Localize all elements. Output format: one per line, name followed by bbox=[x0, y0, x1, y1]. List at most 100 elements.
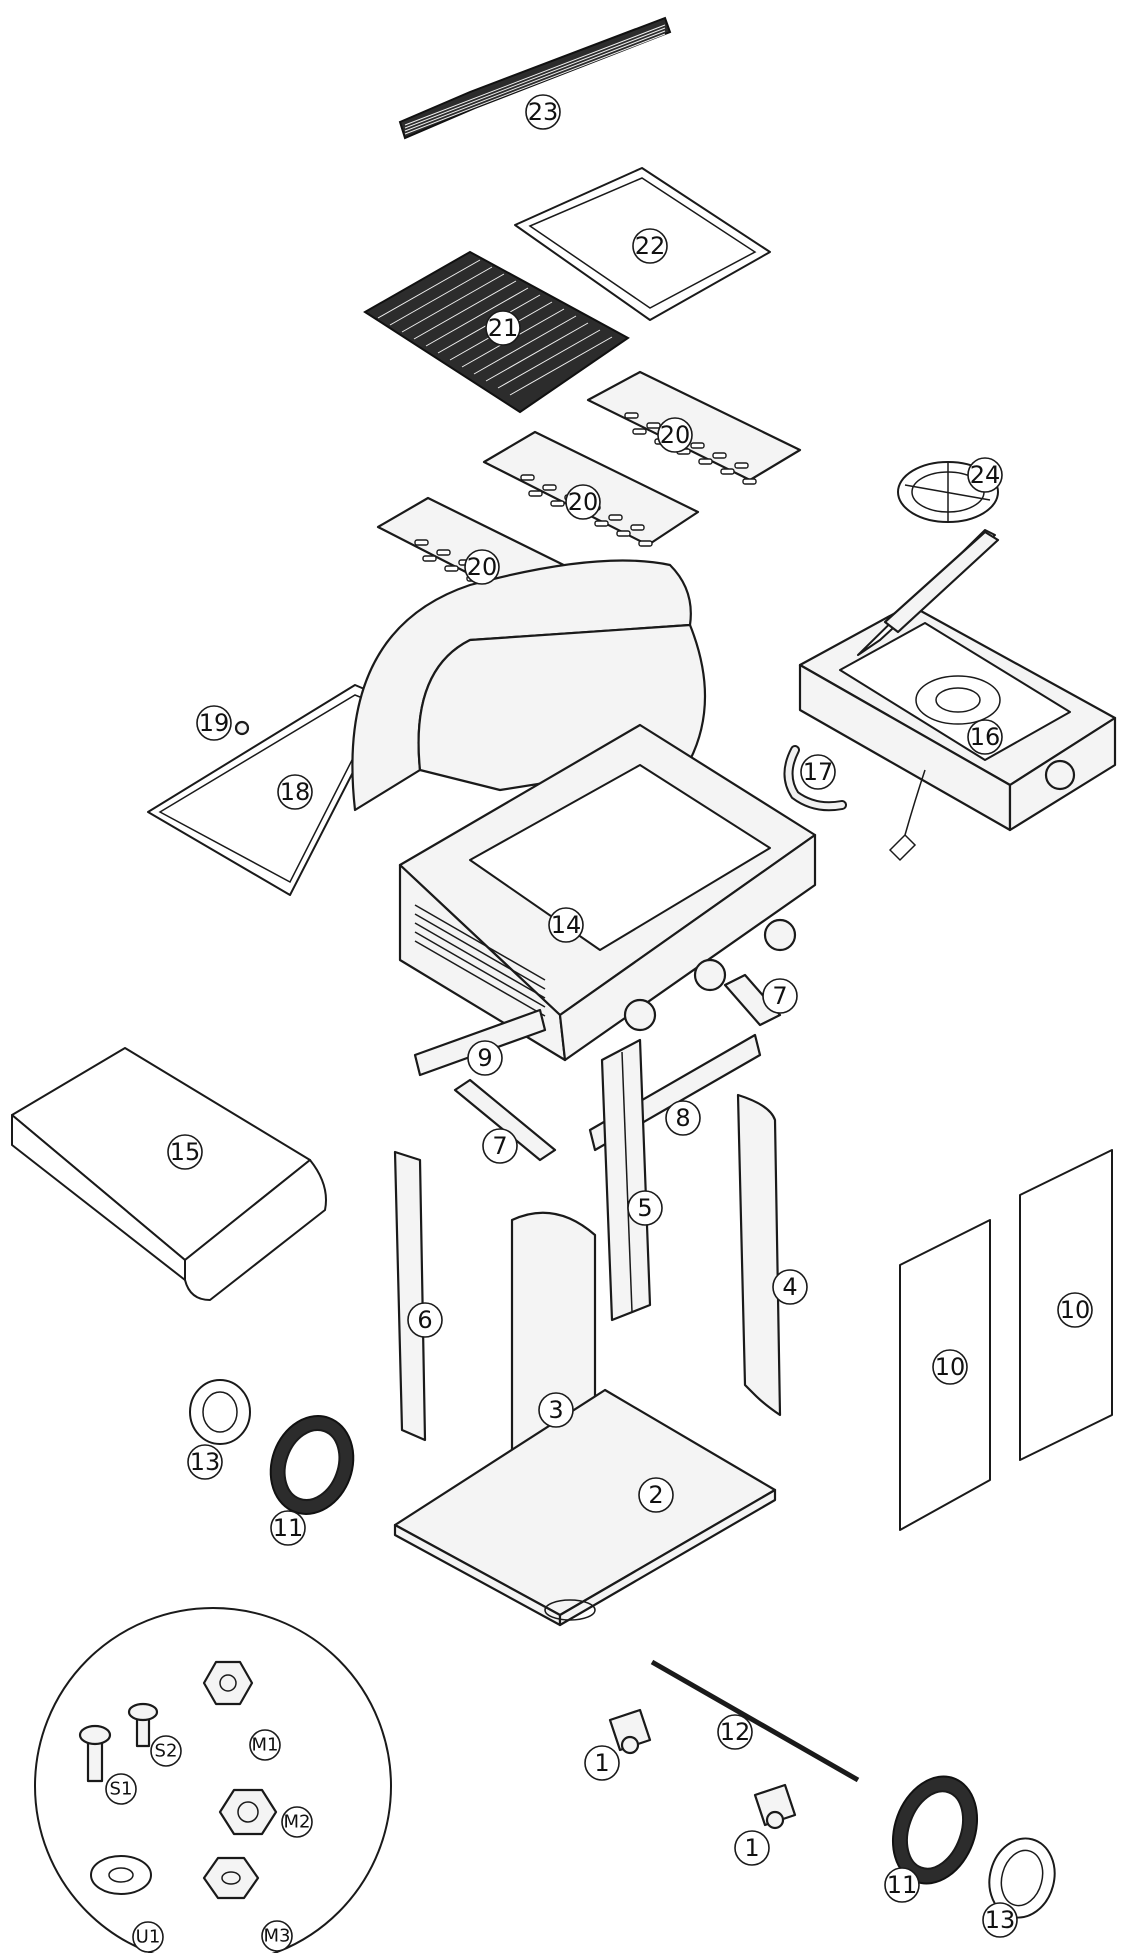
callout-circle bbox=[657, 417, 693, 453]
callout-c8: 8 bbox=[665, 1100, 701, 1136]
callout-circle bbox=[638, 1477, 674, 1513]
callout-label: 16 bbox=[970, 723, 1001, 751]
callout-c21: 21 bbox=[485, 310, 521, 346]
callout-c20a: 20 bbox=[657, 417, 693, 453]
control-valve-part-1-b bbox=[753, 1783, 797, 1830]
callout-circle bbox=[932, 1349, 968, 1385]
callout-label: 7 bbox=[492, 1132, 507, 1160]
callout-c13a: 13 bbox=[187, 1444, 223, 1480]
callout-label: 20 bbox=[568, 488, 599, 516]
callout-c16: 16 bbox=[967, 719, 1003, 755]
callout-c9: 9 bbox=[467, 1040, 503, 1076]
callout-c17: 17 bbox=[800, 754, 836, 790]
cover-part-15 bbox=[11, 1047, 327, 1301]
callout-c14: 14 bbox=[548, 907, 584, 943]
callout-label: 10 bbox=[935, 1353, 966, 1381]
callout-label: U1 bbox=[136, 1927, 161, 1948]
callout-circle bbox=[967, 457, 1003, 493]
callout-label: 23 bbox=[528, 98, 559, 126]
callout-circle bbox=[132, 1921, 164, 1953]
axle-part-12 bbox=[650, 1659, 860, 1783]
callout-label: 4 bbox=[782, 1273, 797, 1301]
callout-c20b: 20 bbox=[565, 484, 601, 520]
callout-label: 12 bbox=[720, 1718, 751, 1746]
hubcap-part-13-left bbox=[189, 1379, 251, 1445]
callout-circle bbox=[525, 94, 561, 130]
callout-circle bbox=[967, 719, 1003, 755]
callout-c13b: 13 bbox=[982, 1902, 1018, 1938]
callout-c11b: 11 bbox=[884, 1867, 920, 1903]
nut-m3 bbox=[202, 1856, 260, 1900]
callout-c6: 6 bbox=[407, 1302, 443, 1338]
callout-circle bbox=[1057, 1292, 1093, 1328]
callout-label: 6 bbox=[417, 1306, 432, 1334]
callout-circle bbox=[538, 1392, 574, 1428]
post-part-4 bbox=[736, 1093, 782, 1417]
callout-circle bbox=[482, 1128, 518, 1164]
callout-circle bbox=[717, 1714, 753, 1750]
callout-circle bbox=[485, 310, 521, 346]
callout-label: 2 bbox=[648, 1481, 663, 1509]
callout-label: S1 bbox=[110, 1779, 133, 1800]
callout-c12: 12 bbox=[717, 1714, 753, 1750]
callout-label: 24 bbox=[970, 461, 1001, 489]
callout-label: 1 bbox=[744, 1834, 759, 1862]
screw-s2 bbox=[127, 1702, 159, 1748]
callout-c2: 2 bbox=[638, 1477, 674, 1513]
callout-circle bbox=[277, 774, 313, 810]
control-valve-part-1-a bbox=[608, 1708, 652, 1755]
callout-label: 22 bbox=[635, 232, 666, 260]
callout-label: M2 bbox=[284, 1812, 311, 1833]
callout-label: 9 bbox=[477, 1044, 492, 1072]
callout-circle bbox=[665, 1100, 701, 1136]
callout-hU1: U1 bbox=[132, 1921, 164, 1953]
callout-label: 10 bbox=[1060, 1296, 1091, 1324]
callout-circle bbox=[150, 1735, 182, 1767]
callout-label: 11 bbox=[273, 1514, 304, 1542]
callout-label: 3 bbox=[548, 1396, 563, 1424]
callout-circle bbox=[467, 1040, 503, 1076]
callout-circle bbox=[734, 1830, 770, 1866]
callout-circle bbox=[548, 907, 584, 943]
callout-label: M3 bbox=[264, 1926, 291, 1947]
callout-label: 20 bbox=[660, 421, 691, 449]
callout-c23: 23 bbox=[525, 94, 561, 130]
callout-c4: 4 bbox=[772, 1269, 808, 1305]
callout-circle bbox=[627, 1190, 663, 1226]
callout-c11a: 11 bbox=[270, 1510, 306, 1546]
callout-circle bbox=[196, 705, 232, 741]
callout-c10b: 10 bbox=[1057, 1292, 1093, 1328]
callout-label: 5 bbox=[637, 1194, 652, 1222]
callout-hM3: M3 bbox=[261, 1920, 293, 1952]
callout-circle bbox=[407, 1302, 443, 1338]
callout-c10a: 10 bbox=[932, 1349, 968, 1385]
callout-c7a: 7 bbox=[762, 978, 798, 1014]
washer-u1 bbox=[90, 1855, 152, 1895]
callout-circle bbox=[584, 1745, 620, 1781]
callout-circle bbox=[884, 1867, 920, 1903]
callout-label: 8 bbox=[675, 1104, 690, 1132]
callout-label: 13 bbox=[190, 1448, 221, 1476]
hardware-kit-circle bbox=[34, 1607, 392, 1953]
callout-hM1: M1 bbox=[249, 1729, 281, 1761]
grill-body-part-14 bbox=[351, 559, 817, 1062]
callout-circle bbox=[772, 1269, 808, 1305]
callout-circle bbox=[105, 1773, 137, 1805]
callout-c5: 5 bbox=[627, 1190, 663, 1226]
screw-part-19 bbox=[234, 720, 250, 736]
callout-label: 13 bbox=[985, 1906, 1016, 1934]
callout-label: 11 bbox=[887, 1871, 918, 1899]
side-burner-part-16 bbox=[798, 529, 1117, 862]
callout-circle bbox=[762, 978, 798, 1014]
callout-circle bbox=[261, 1920, 293, 1952]
nut-m2 bbox=[218, 1788, 278, 1836]
post-part-5 bbox=[600, 1038, 652, 1322]
callout-circle bbox=[281, 1806, 313, 1838]
callout-label: 7 bbox=[772, 982, 787, 1010]
screw-s1 bbox=[78, 1724, 112, 1783]
hubcap-part-13-right bbox=[988, 1837, 1056, 1919]
callout-circle bbox=[167, 1134, 203, 1170]
base-part-2 bbox=[393, 1388, 777, 1627]
callout-c3: 3 bbox=[538, 1392, 574, 1428]
callout-label: 15 bbox=[170, 1138, 201, 1166]
